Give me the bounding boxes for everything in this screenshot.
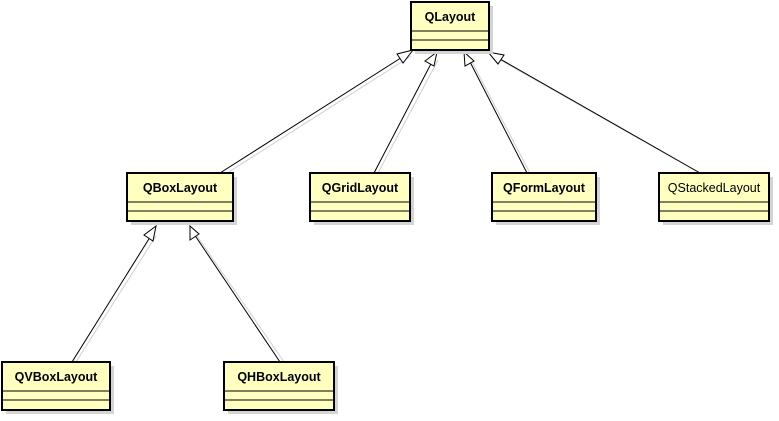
inheritance-arrowhead — [189, 224, 200, 241]
class-qformlayout: QFormLayout — [491, 172, 600, 225]
edge-qgridlayout-to-qlayout — [373, 50, 439, 174]
edge-qboxlayout-to-qlayout — [219, 49, 415, 176]
class-box — [491, 172, 597, 222]
class-box — [1, 361, 111, 411]
class-name: QHBoxLayout — [237, 370, 321, 384]
inheritance-arrowhead — [424, 50, 438, 67]
class-qstackedlayout: QStackedLayout — [658, 172, 773, 225]
class-name: QGridLayout — [322, 181, 399, 195]
edge-qformlayout-to-qlayout — [463, 50, 532, 176]
class-box — [309, 172, 411, 222]
class-name: QBoxLayout — [143, 181, 218, 195]
class-box — [223, 361, 335, 411]
class-name: QLayout — [425, 10, 477, 24]
edge-qvboxlayout-to-qboxlayout — [71, 224, 157, 363]
inheritance-arrowhead — [396, 49, 415, 64]
inheritance-edges — [71, 49, 704, 363]
class-qhboxlayout: QHBoxLayout — [223, 361, 338, 414]
class-name: QVBoxLayout — [15, 370, 98, 384]
edge-qhboxlayout-to-qboxlayout — [189, 224, 285, 363]
class-qvboxlayout: QVBoxLayout — [1, 361, 114, 414]
class-qgridlayout: QGridLayout — [309, 172, 414, 225]
class-name: QFormLayout — [503, 181, 586, 195]
class-box — [410, 1, 490, 51]
class-qlayout: QLayout — [410, 1, 493, 54]
class-box — [126, 172, 234, 222]
inheritance-arrowhead — [486, 51, 505, 65]
edge-qstackedlayout-to-qlayout — [486, 51, 704, 176]
inheritance-arrowhead — [143, 224, 157, 242]
inheritance-arrowhead — [463, 50, 475, 67]
class-box — [658, 172, 770, 222]
class-qboxlayout: QBoxLayout — [126, 172, 237, 225]
class-name: QStackedLayout — [668, 181, 761, 195]
